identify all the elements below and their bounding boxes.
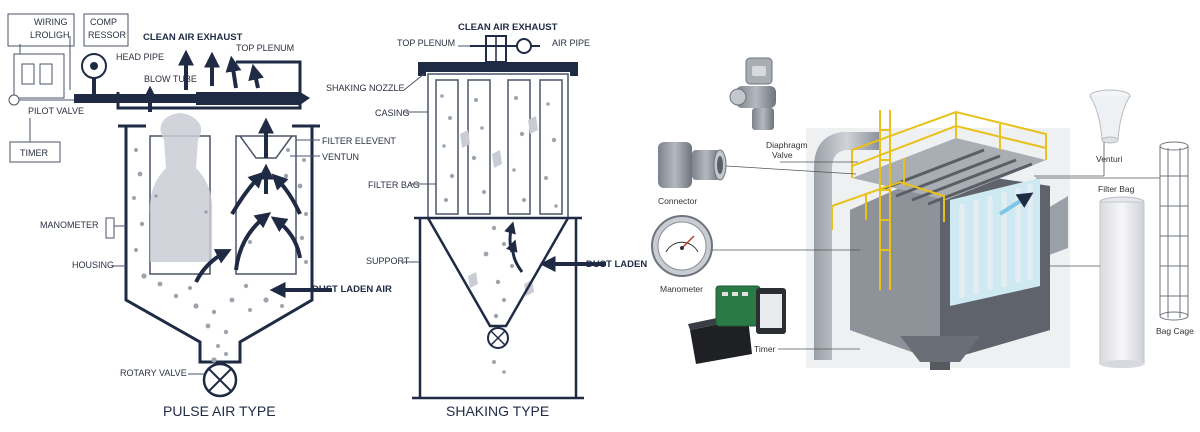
bag-cage-icon: [1159, 141, 1189, 321]
label-blow-tube: BLOW TUBE: [144, 74, 197, 84]
label-diaphragm-2: Valve: [772, 150, 793, 160]
venturi-ghost-shape: [149, 113, 213, 262]
label-shaking-top-plenum: TOP PLENUM: [397, 38, 455, 48]
blow-tube: [196, 92, 310, 105]
pulse-top-plenum: [116, 60, 302, 110]
label-filter-element: FILTER ELEVENT: [322, 136, 396, 146]
label-rotary-valve: ROTARY VALVE: [120, 368, 187, 378]
shaking-diagram: CLEAN AIR EXHAUST TOP PLENUM AIR PIPE SH…: [326, 22, 647, 419]
label-connector: Connector: [658, 196, 697, 206]
label-housing: HOUSING: [72, 260, 114, 270]
shaking-title: SHAKING TYPE: [446, 403, 549, 419]
label-compressor-2: RESSOR: [88, 30, 127, 40]
pulse-manometer-icon: [105, 217, 115, 239]
shaking-casing: [427, 73, 569, 219]
pulse-air-diagram: WIRING LROLIGH COMP RESSOR HEAD PIPE CLE…: [7, 13, 396, 419]
label-shaking-nozzle: SHAKING NOZZLE: [326, 83, 405, 93]
label-pilot-valve: PILOT VALVE: [28, 106, 84, 116]
air-pipe-valve-icon: [516, 38, 532, 54]
label-air-pipe: AIR PIPE: [552, 38, 590, 48]
label-filter-bag-s: FILTER BAG: [368, 180, 420, 190]
manometer-icon: [651, 215, 713, 277]
timer-box: [9, 141, 61, 163]
label-ventun: VENTUN: [322, 152, 359, 162]
pilot-valve-icon: [8, 94, 20, 106]
label-timer-comp: Timer: [754, 344, 776, 354]
label-manometer: MANOMETER: [40, 220, 99, 230]
label-wiring: WIRING: [34, 17, 68, 27]
label-dust-laden: DUST LADEN: [586, 259, 647, 270]
label-top-plenum: TOP PLENUM: [236, 43, 294, 53]
pulse-dust-particles: [132, 148, 308, 363]
label-diaphragm-1: Diaphragm: [766, 140, 808, 150]
label-bag-cage: Bag Cage: [1156, 326, 1194, 336]
label-shaking-clean-air: CLEAN AIR EXHAUST: [458, 22, 558, 33]
timer-device-icon: [688, 285, 786, 364]
label-dust-laden-air: DUST LADEN AIR: [312, 284, 392, 295]
wiring-box: [7, 13, 75, 47]
shaking-top-plenum: [424, 62, 572, 72]
components-illustration: Diaphragm Valve Connector Manometer: [651, 57, 1194, 370]
diaphragm-valve-icon: [729, 57, 776, 130]
label-support: SUPPORT: [366, 256, 410, 266]
label-compressor-1: COMP: [90, 17, 117, 27]
label-clean-air-exhaust: CLEAN AIR EXHAUST: [143, 32, 243, 43]
pulse-air-title: PULSE AIR TYPE: [163, 403, 276, 419]
label-casing: CASING: [375, 108, 410, 118]
head-pipe: [74, 94, 300, 103]
compressor-box: [83, 13, 129, 47]
shaking-hopper: [418, 217, 578, 398]
label-head-pipe: HEAD PIPE: [116, 52, 164, 62]
label-lroligh: LROLIGH: [30, 30, 70, 40]
label-venturi: Venturi: [1096, 154, 1123, 164]
pulse-housing: [124, 126, 314, 364]
label-timer: TIMER: [20, 148, 48, 158]
connector-icon: [658, 142, 727, 188]
filter-bag-icon: [1099, 196, 1145, 368]
label-filter-bag-comp: Filter Bag: [1098, 184, 1135, 194]
label-manometer-comp: Manometer: [660, 284, 703, 294]
shaking-bags: [435, 79, 563, 215]
venturi-icon: [1089, 89, 1131, 144]
